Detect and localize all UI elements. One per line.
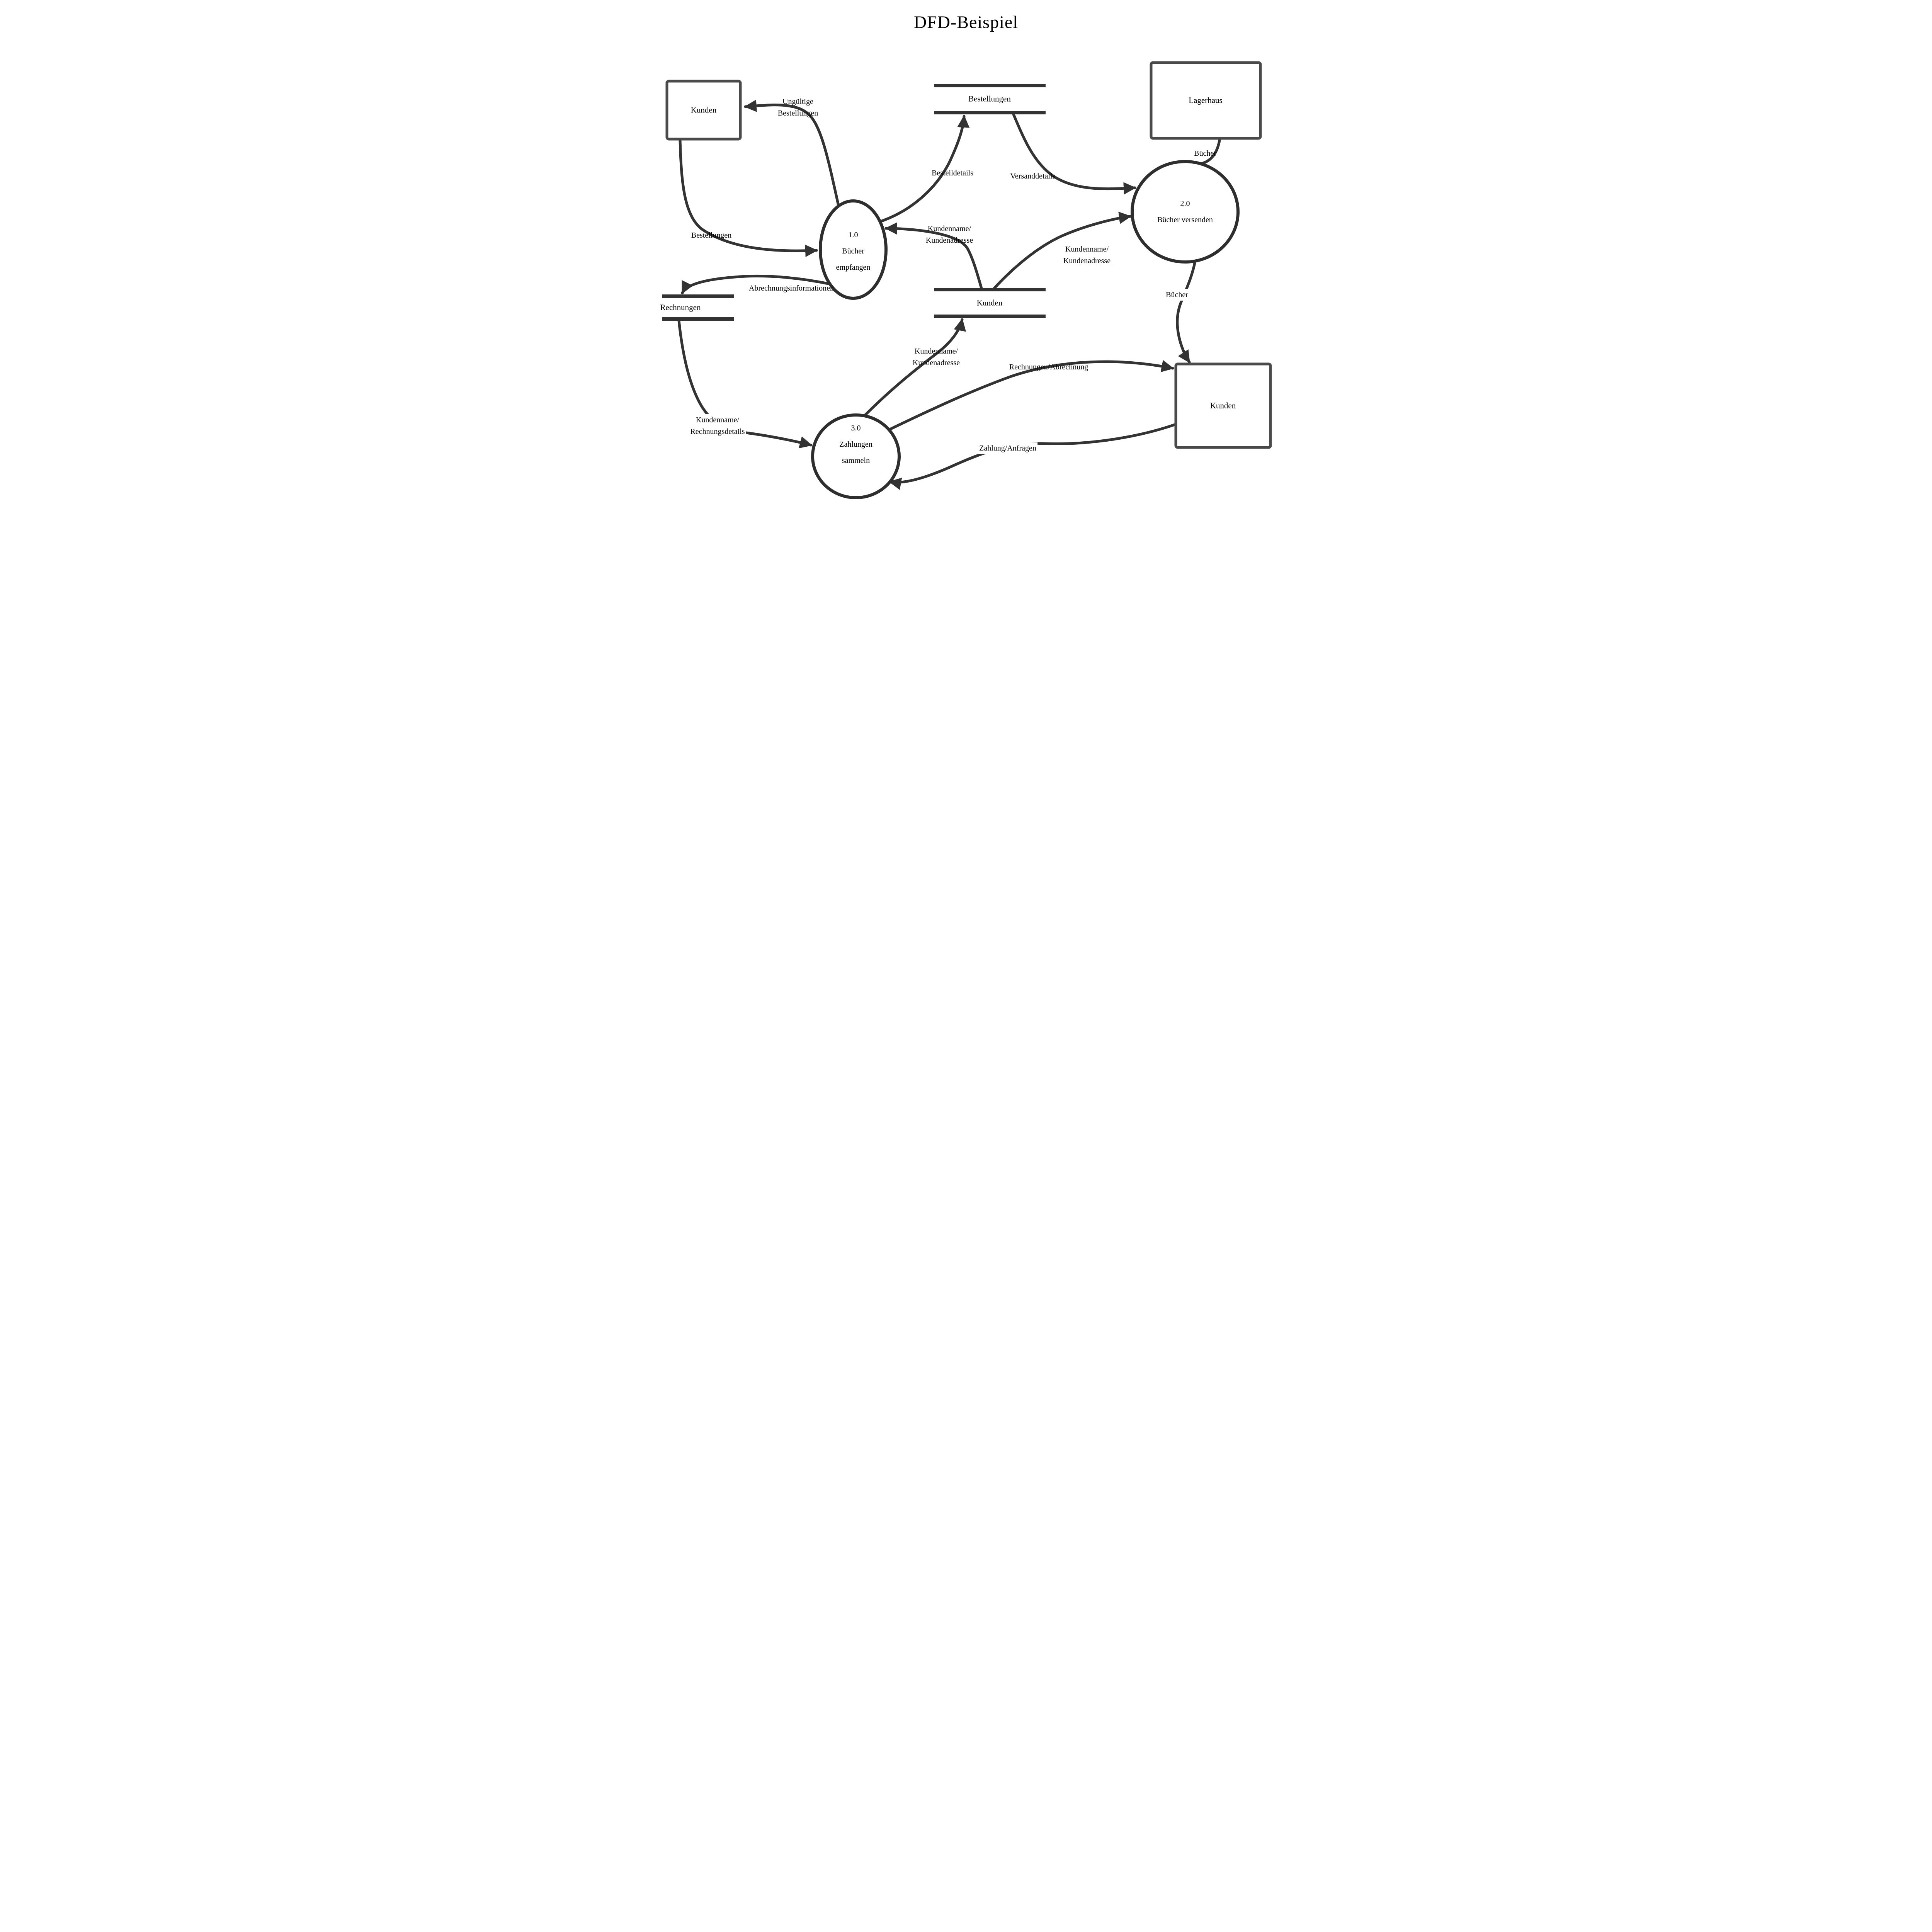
flow-label-buecher-right: Bücher	[1165, 289, 1189, 301]
entity-lagerhaus	[1150, 61, 1262, 140]
entity-kunden-top-label: Kunden	[690, 105, 717, 115]
flow-ungueltige-bestellungen-path	[744, 99, 840, 207]
dfd-diagram: DFD-Beispiel Kunden Lagerhaus Kunden 1.0…	[643, 0, 1289, 510]
process-3-shape	[811, 413, 901, 499]
flow-label-kundenname-3: Kundenname/ Kundenadresse	[912, 347, 960, 367]
flow-kundenname-2-path	[993, 211, 1132, 290]
flow-label-abrechnungsinformationen: Abrechnungsinformationen	[749, 284, 834, 293]
flow-versanddetails-path	[1012, 113, 1136, 195]
entity-lagerhaus-label: Lagerhaus	[1189, 95, 1223, 105]
entity-kunden-top	[665, 80, 742, 141]
datastore-kunden-label: Kunden	[976, 298, 1003, 308]
flow-buecher-kunden-path	[1176, 260, 1197, 364]
flow-label-bestellungen: Bestellungen	[691, 231, 732, 240]
flow-rechnungen-abrechnung-path	[888, 360, 1174, 431]
flow-kundenname-3-path	[863, 318, 966, 417]
flow-bestellungen-path	[679, 138, 818, 257]
process-2-shape	[1131, 160, 1240, 264]
flow-label-buecher-top: Bücher	[1194, 149, 1216, 158]
datastore-kunden-top-line	[934, 288, 1046, 291]
flow-abrechnungsinformationen-path	[681, 274, 832, 294]
flow-label-bestelldetails: Bestelldetails	[932, 169, 973, 177]
process-2-label: 2.0 Bücher versenden	[1157, 199, 1213, 224]
flow-label-zahlung-anfragen: Zahlung/Anfragen	[978, 442, 1037, 454]
flow-label-kundenname-2: Kundenname/ Kundenadresse	[1063, 245, 1111, 265]
datastore-rechnungen-top-line	[662, 294, 734, 298]
process-1-label: 1.0 Bücher empfangen	[836, 231, 871, 272]
entity-kunden-bottom-label: Kunden	[1210, 401, 1236, 410]
diagram-layer	[662, 61, 1272, 499]
datastore-bestellungen-label: Bestellungen	[968, 94, 1011, 104]
datastore-bestellungen-top-line	[934, 84, 1046, 87]
page-title: DFD-Beispiel	[913, 12, 1019, 32]
datastore-bestellungen-bottom-line	[934, 111, 1046, 114]
flow-kundenname-1-path	[884, 222, 983, 290]
flow-label-ungueltige-bestellungen: Ungültige Bestellungen	[777, 97, 818, 117]
datastore-kunden-bottom-line	[934, 315, 1046, 318]
flow-label-versanddetails: Versanddetails	[1010, 172, 1056, 180]
entity-kunden-bottom	[1174, 362, 1272, 449]
process-3-label: 3.0 Zahlungen sammeln	[839, 424, 872, 465]
process-1-shape	[819, 199, 888, 300]
flow-label-kundenname-rechnungsdetails: Kundenname/ Rechnungsdetails	[689, 414, 746, 437]
datastore-rechnungen-bottom-line	[662, 317, 734, 321]
flow-bestelldetails-path	[877, 115, 970, 224]
datastore-rechnungen-label: Rechnungen	[660, 303, 701, 312]
flow-label-kundenname-1: Kundenname/ Kundenadresse	[925, 224, 973, 245]
flow-label-rechnungen-abrechnung: Rechnungen/Abrechnung	[1009, 363, 1088, 371]
